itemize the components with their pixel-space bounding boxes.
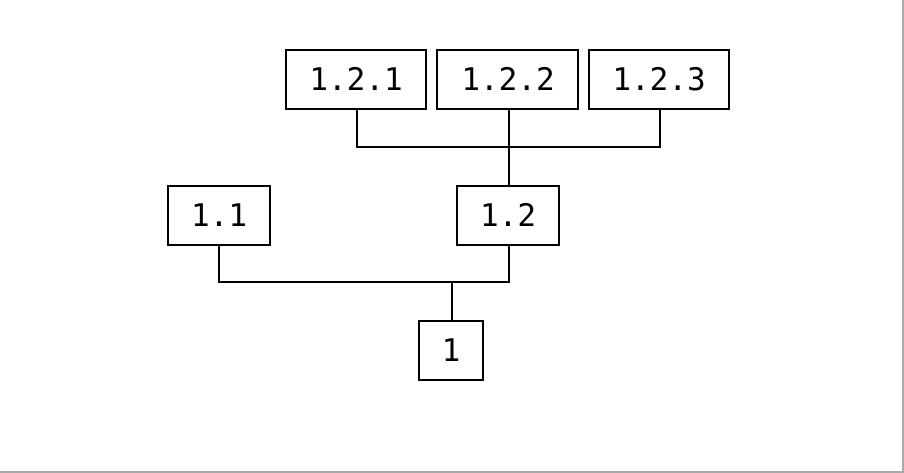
node-box — [456, 185, 560, 246]
node-1-1: 1.1 — [167, 185, 271, 246]
node-1-2: 1.2 — [456, 185, 560, 246]
node-1-2-1: 1.2.1 — [285, 49, 427, 110]
node-1: 1 — [418, 320, 484, 381]
node-label: 1.2.2 — [461, 62, 554, 98]
node-label: 1.2.1 — [309, 62, 402, 98]
node-box — [436, 49, 579, 110]
node-label: 1.1 — [191, 198, 247, 234]
node-box — [167, 185, 271, 246]
node-label: 1.2 — [480, 198, 536, 234]
node-label: 1 — [442, 333, 461, 369]
node-label: 1.2.3 — [612, 62, 705, 98]
node-1-2-3: 1.2.3 — [588, 49, 730, 110]
node-box — [285, 49, 427, 110]
node-box — [418, 320, 484, 381]
connector-1-children — [218, 246, 510, 283]
node-1-2-2: 1.2.2 — [436, 49, 579, 110]
node-box — [588, 49, 730, 110]
